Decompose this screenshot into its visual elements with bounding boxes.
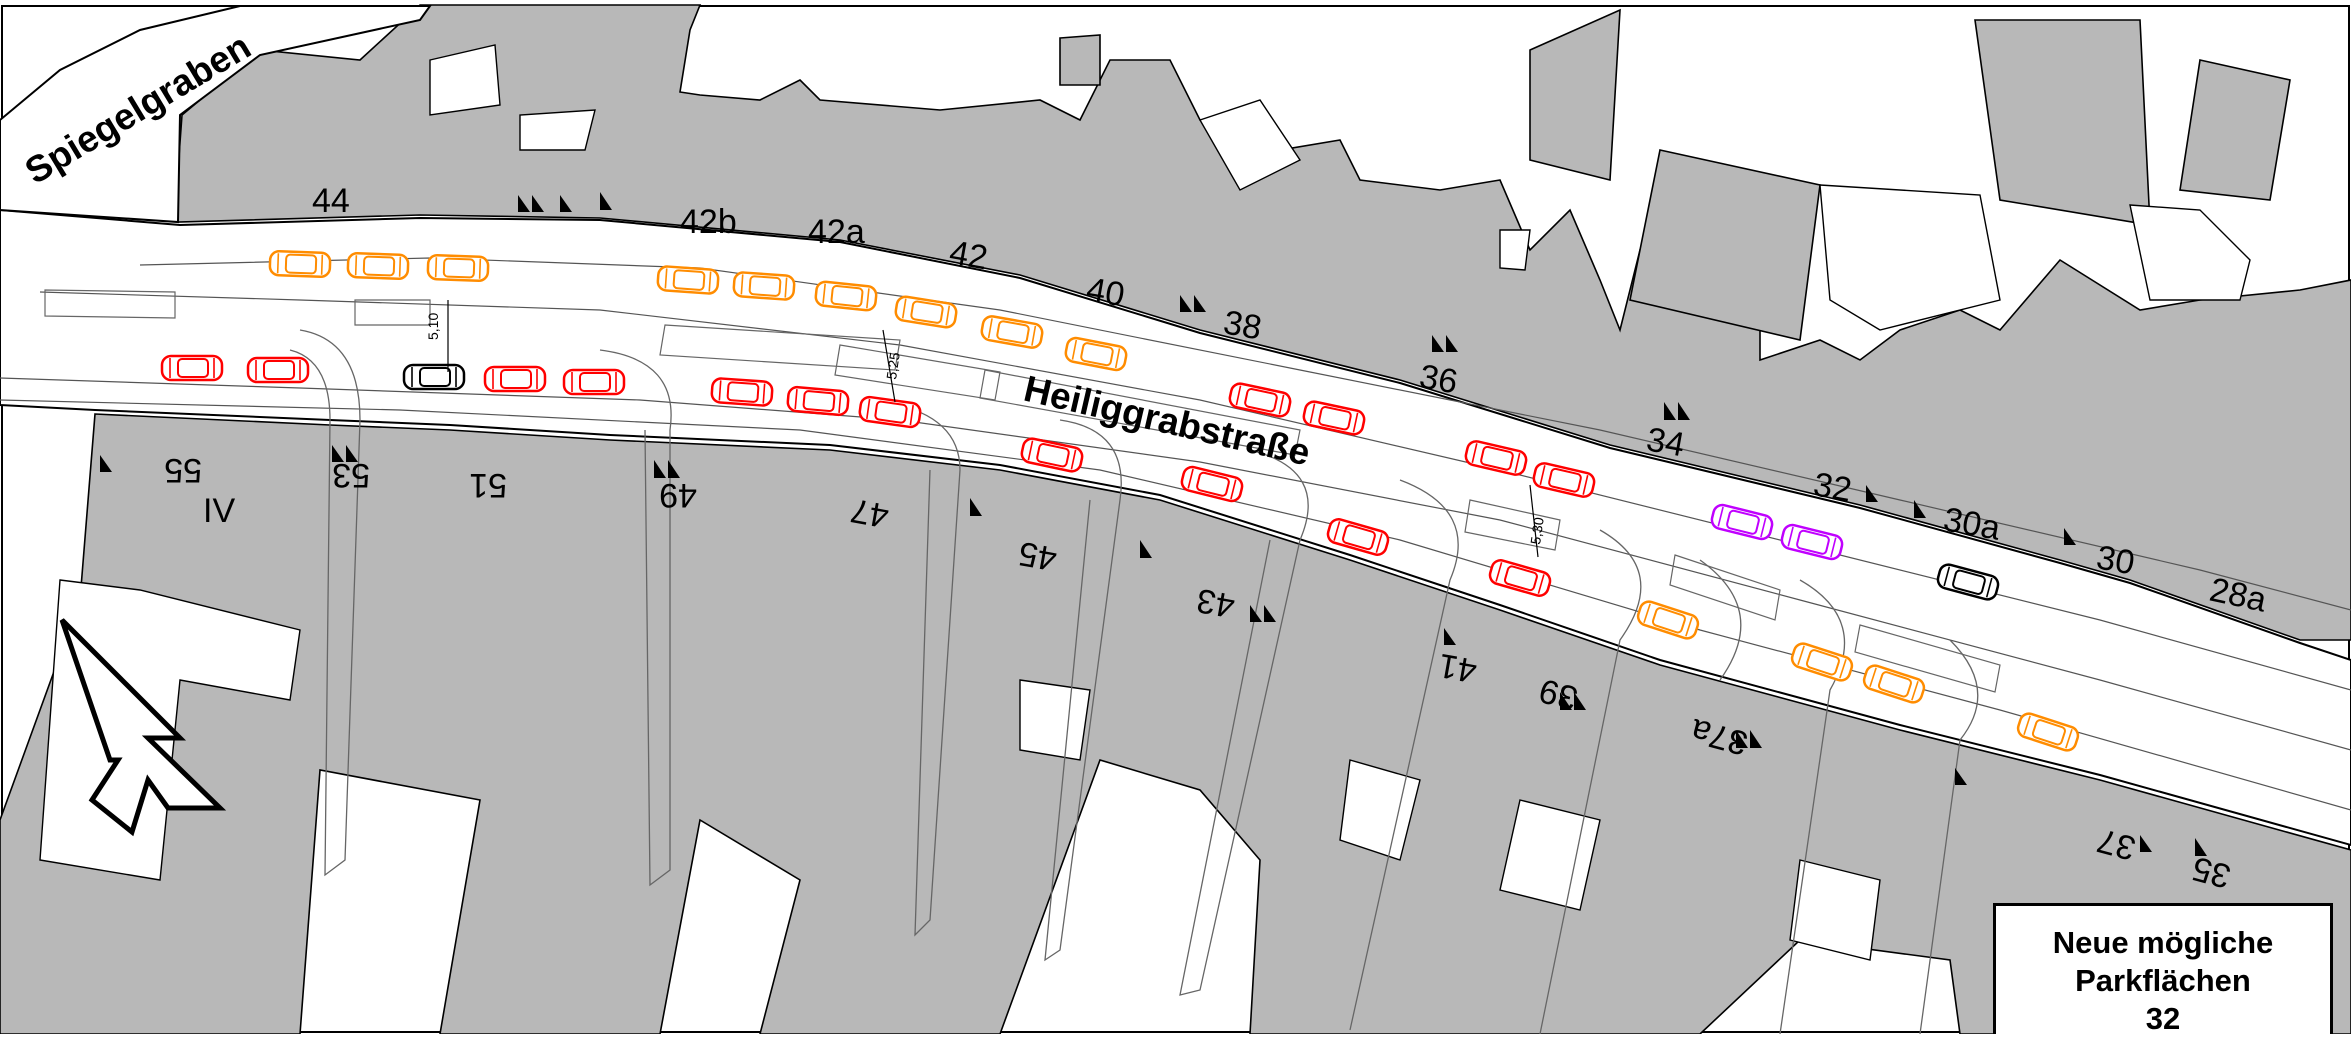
north-arrow-label: N	[0, 0, 1, 1]
legend-box: Neue mögliche Parkflächen 32	[1993, 903, 2333, 1036]
house-numbers-south: 55 IV 53 51 49 47 45 43 41 39 37a 37 35	[164, 451, 2234, 895]
house-number: 44	[312, 182, 350, 220]
swept-paths	[289, 329, 1979, 1034]
car-icon	[402, 363, 466, 391]
car-icon	[268, 250, 332, 278]
dimension-markers	[447, 300, 1539, 558]
car-icon	[1936, 563, 2000, 601]
car-icon	[1464, 440, 1528, 476]
car-icon	[426, 254, 490, 282]
car-icon	[786, 385, 850, 417]
car-icon	[732, 271, 796, 301]
car-icon	[562, 368, 626, 396]
house-number: 51	[469, 466, 507, 504]
car-icon	[1228, 382, 1292, 418]
car-icon	[858, 395, 922, 429]
house-number: 47	[848, 491, 892, 535]
car-icon	[1780, 523, 1844, 561]
car-icon	[160, 354, 224, 382]
car-icon	[1532, 462, 1596, 498]
car-icon	[1710, 503, 1774, 541]
legend-title-line1: Neue mögliche	[2052, 925, 2274, 960]
buildings-south	[0, 413, 2351, 1034]
house-number: 30	[2094, 538, 2138, 582]
car-icon	[1636, 600, 1700, 640]
house-number: 42	[947, 233, 991, 277]
dimension-label-2: 5,25	[883, 351, 903, 380]
car-icon	[346, 252, 410, 280]
car-icon	[1020, 437, 1084, 473]
car-icon	[980, 315, 1044, 349]
dimension-label-1: 5,10	[425, 313, 441, 340]
car-icon	[246, 356, 310, 384]
car-icon	[1064, 336, 1128, 372]
side-street-area	[0, 5, 432, 224]
house-numbers-north: 44 42b 42a 42 40 38 36 34 32 30a 30 28a	[312, 182, 2270, 620]
lane-lines	[0, 257, 2351, 811]
house-number: 42a	[808, 213, 865, 251]
house-number: 45	[1016, 534, 1060, 578]
car-icon	[1326, 518, 1390, 556]
car-icon	[2016, 712, 2080, 752]
dimension-label-3: 5,30	[1527, 516, 1547, 545]
house-number: 41	[1436, 646, 1480, 690]
car-icon	[1302, 400, 1366, 436]
car-icon	[1862, 664, 1926, 704]
legend-count: 32	[2145, 1001, 2181, 1036]
car-icon	[656, 265, 720, 295]
buildings-north	[177, 4, 2351, 641]
courtyards-north	[429, 44, 2251, 331]
house-number: IV	[203, 492, 235, 530]
parking-bays	[44, 289, 2001, 693]
house-number: 53	[332, 456, 370, 494]
house-number: 32	[1811, 465, 1855, 509]
legend-title-line2: Parkflächen	[2075, 963, 2251, 998]
car-icon	[1488, 559, 1552, 597]
car-icon	[1790, 642, 1854, 682]
house-number: 34	[1644, 420, 1688, 464]
house-number: 43	[1194, 581, 1238, 625]
house-number: 49	[659, 476, 697, 514]
house-number: 55	[164, 451, 202, 489]
car-icon	[710, 377, 774, 407]
car-icon	[814, 280, 878, 312]
north-arrow-icon	[59, 618, 227, 837]
car-icon	[483, 365, 547, 393]
parked-cars	[160, 250, 2080, 752]
car-icon	[1180, 465, 1244, 503]
house-number: 36	[1417, 357, 1461, 401]
house-number: 38	[1221, 303, 1265, 347]
car-icon	[894, 295, 958, 329]
house-number: 40	[1084, 270, 1128, 314]
entrance-markers	[100, 192, 2207, 856]
house-number: 42b	[680, 203, 737, 241]
